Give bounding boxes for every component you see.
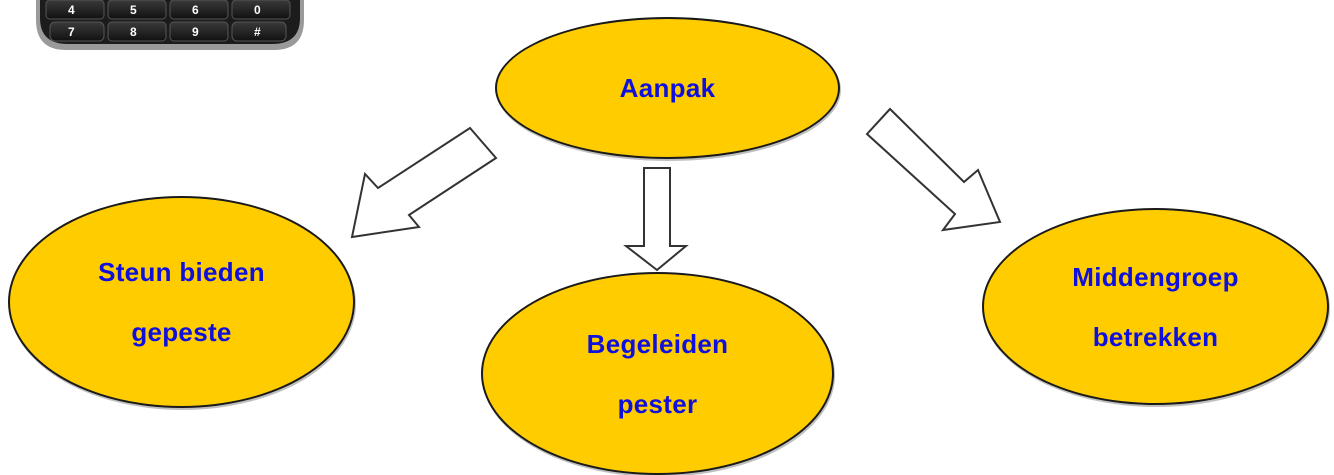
key-6: 6 — [192, 3, 199, 17]
arrow-to-middengroep — [865, 107, 1002, 232]
key-5: 5 — [130, 3, 137, 17]
child-node-middengroep-line-2: betrekken — [1092, 321, 1219, 352]
root-node-label: Aanpak — [619, 73, 716, 103]
child-node-steun-line-2: gepeste — [131, 317, 232, 347]
child-node-middengroep-line-1: Middengroep — [1072, 261, 1239, 292]
child-node-steun-bieden: Steun bieden gepeste — [8, 196, 355, 408]
arrow-to-steun-bieden — [350, 126, 498, 239]
key-7: 7 — [68, 25, 75, 39]
phone-keypad-graphic: 4 5 6 0 7 8 9 # — [36, 0, 304, 50]
root-node-aanpak: Aanpak — [495, 17, 840, 159]
child-node-middengroep-betrekken: Middengroep betrekken — [982, 208, 1329, 405]
child-node-begeleiden-line-2: pester — [617, 388, 698, 419]
arrow-to-begeleiden — [623, 167, 689, 272]
phone-keypad-image: 4 5 6 0 7 8 9 # — [36, 0, 304, 52]
child-node-steun-line-1: Steun bieden — [98, 257, 265, 287]
child-node-begeleiden-line-1: Begeleiden — [586, 328, 729, 359]
key-9: 9 — [192, 25, 199, 39]
key-8: 8 — [130, 25, 137, 39]
child-node-begeleiden-pester: Begeleiden pester — [481, 272, 834, 475]
key-0: 0 — [254, 3, 261, 17]
key-hash: # — [254, 25, 261, 39]
key-4: 4 — [68, 3, 75, 17]
